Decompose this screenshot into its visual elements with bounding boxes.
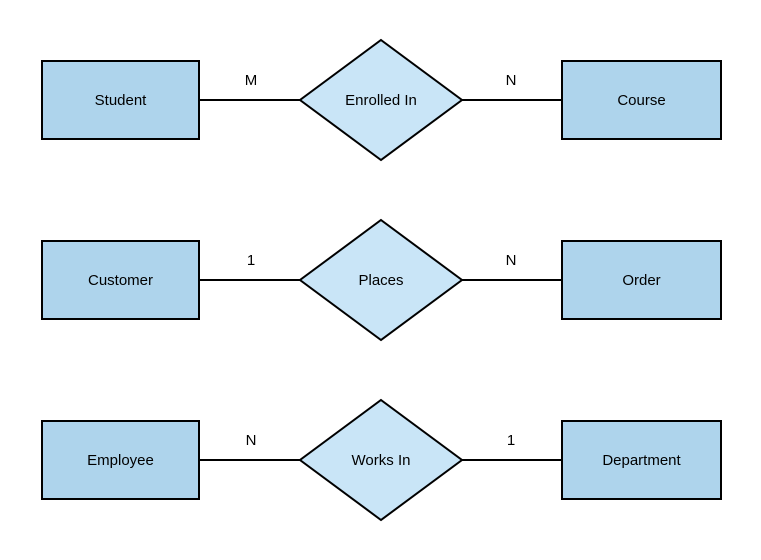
entity-box-order[interactable]: Order <box>561 240 722 320</box>
relationship-diamond[interactable] <box>297 37 465 163</box>
entity-label: Student <box>94 91 147 109</box>
entity-label: Order <box>622 271 661 289</box>
connector-line <box>462 459 561 461</box>
entity-label: Department <box>602 451 681 469</box>
entity-box-department[interactable]: Department <box>561 420 722 500</box>
cardinality-label: N <box>505 252 517 269</box>
entity-label: Employee <box>87 451 154 469</box>
cardinality-label: 1 <box>246 252 256 269</box>
cardinality-label: N <box>505 72 517 89</box>
entity-box-employee[interactable]: Employee <box>41 420 200 500</box>
relationship-diamond[interactable] <box>297 397 465 523</box>
connector-line <box>200 459 300 461</box>
connector-line <box>462 99 561 101</box>
entity-box-customer[interactable]: Customer <box>41 240 200 320</box>
connector-line <box>200 279 300 281</box>
relationship-row: Employee N Works In 1 Department <box>0 360 761 540</box>
entity-label: Course <box>617 91 666 109</box>
cardinality-label: N <box>245 432 257 449</box>
connector-line <box>200 99 300 101</box>
entity-box-course[interactable]: Course <box>561 60 722 140</box>
relationship-row: Student M Enrolled In N Course <box>0 0 761 180</box>
connector-line <box>462 279 561 281</box>
cardinality-label: 1 <box>506 432 516 449</box>
entity-box-student[interactable]: Student <box>41 60 200 140</box>
relationship-row: Customer 1 Places N Order <box>0 180 761 360</box>
cardinality-label: M <box>244 72 258 89</box>
entity-label: Customer <box>87 271 154 289</box>
relationship-diamond[interactable] <box>297 217 465 343</box>
